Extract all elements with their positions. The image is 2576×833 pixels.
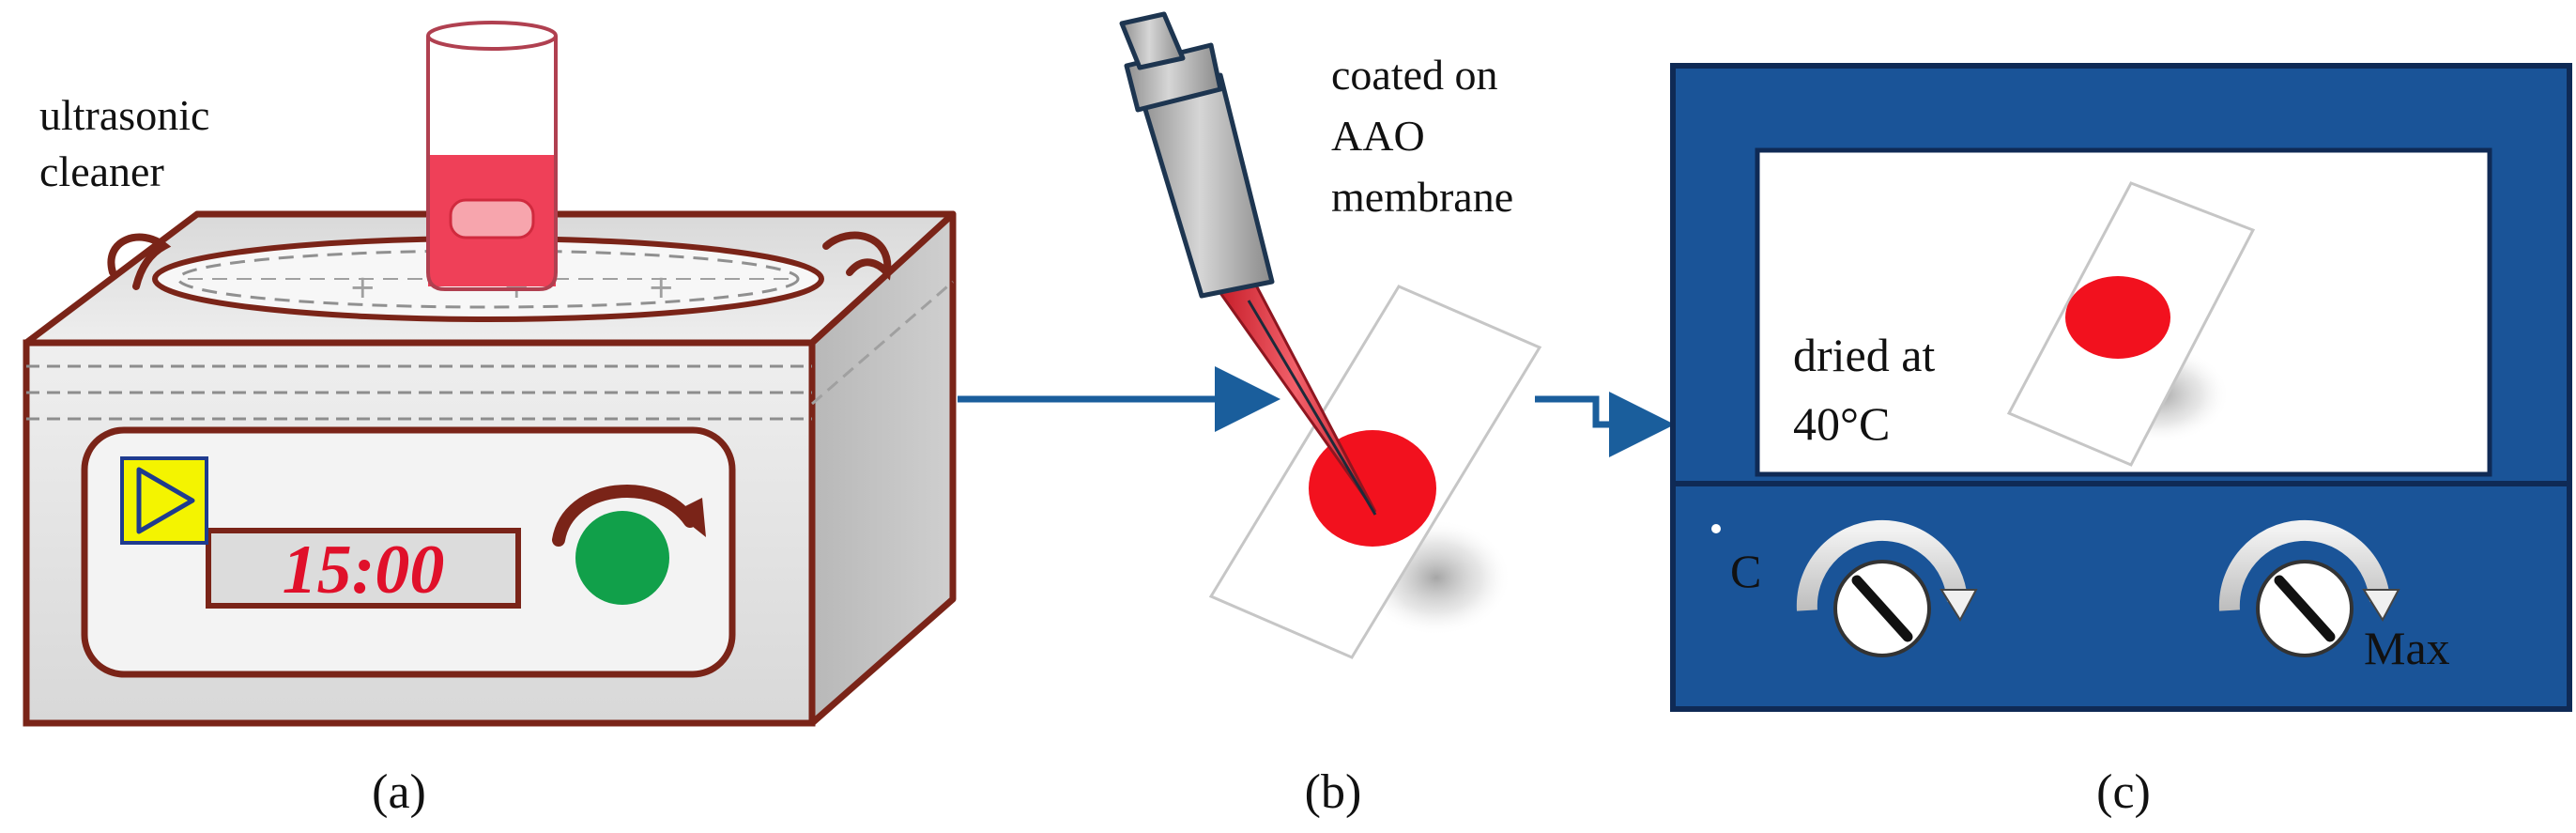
right-knob-indicator [2274, 575, 2336, 642]
cleaner-side-line [811, 280, 954, 406]
knob-right-label: Max [2364, 622, 2450, 674]
panel-b-label-line3: membrane [1331, 173, 1513, 221]
right-knob-ring [2218, 519, 2390, 611]
panel-a-label-line1: ultrasonic [39, 91, 209, 139]
panel-a: ultrasonic cleaner + + + [23, 21, 957, 819]
panel-b-label-line2: AAO [1331, 112, 1425, 160]
pipette-tip-ink [1247, 300, 1377, 516]
timer-display [206, 528, 521, 609]
left-knob-indicator [1851, 575, 1913, 642]
right-knob-arrow-head [2362, 589, 2400, 622]
pipette-plunger [1119, 11, 1186, 70]
sample-spot-c [2065, 276, 2170, 359]
caption-b: (b) [1305, 765, 1362, 819]
left-knob-ring [1796, 519, 1968, 611]
panel-b: coated on AAO membrane (b) [1119, 11, 1542, 819]
panel-c-label-line2: 40°C [1793, 397, 1890, 450]
panel-c: dried at 40°C C Max (c) [1670, 63, 2572, 819]
cleaner-handle-right [822, 231, 892, 281]
caption-a: (a) [372, 765, 426, 819]
knob-left-label: C [1730, 545, 1761, 597]
panel-a-label-line2: cleaner [39, 147, 164, 195]
test-tube [426, 21, 558, 291]
indicator-dot [1711, 524, 1721, 533]
tube-glass [426, 36, 558, 291]
tube-rim [426, 21, 558, 51]
start-button [575, 511, 669, 605]
basin-cross-3: + [648, 269, 675, 306]
sample-spot-b [1309, 430, 1436, 547]
cleaner-handle-left [107, 233, 172, 290]
basin-cross-1: + [349, 269, 376, 306]
rotate-arrow-icon [552, 485, 697, 547]
rotate-arrow-head [674, 498, 706, 537]
tube-sample-slide [449, 198, 535, 239]
pipette [1119, 11, 1377, 516]
play-icon [136, 467, 195, 534]
arrow-b-to-c [1535, 392, 1675, 457]
panel-b-label-line1: coated on [1331, 51, 1498, 99]
pipette-body [1138, 72, 1275, 299]
timer-readout: 15:00 [283, 532, 445, 609]
drying-oven: dried at 40°C C Max [1670, 63, 2572, 712]
caption-c: (c) [2096, 765, 2151, 819]
left-knob-arrow-head [1940, 589, 1978, 622]
panel-c-label-line1: dried at [1793, 329, 1935, 381]
